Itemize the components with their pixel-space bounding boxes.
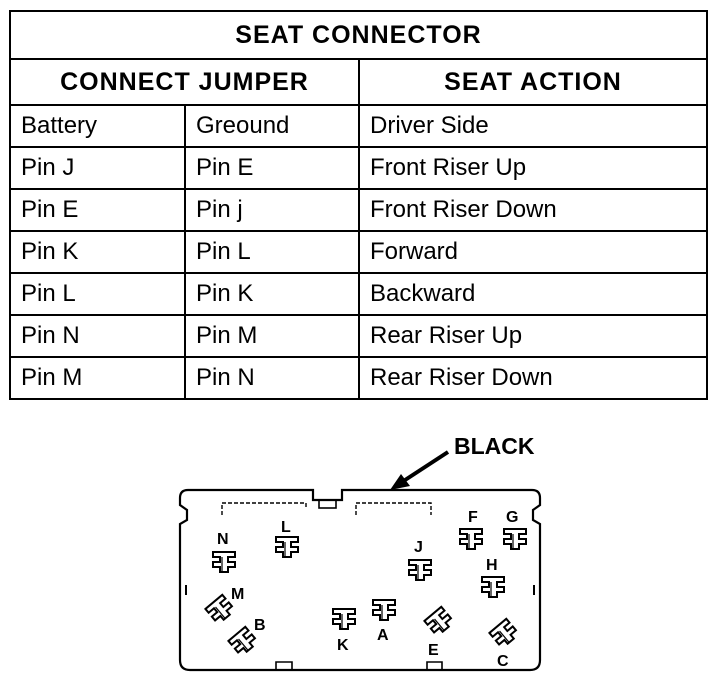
- jumper-to-cell: Pin j: [184, 188, 360, 232]
- pin-label-f: F: [468, 509, 478, 526]
- connector-diagram: BLACK N L M B K A J E F G H C: [178, 433, 542, 672]
- jumper-to-cell: Pin K: [184, 272, 360, 316]
- connect-jumper-header: CONNECT JUMPER: [9, 58, 360, 106]
- terminal-g-icon: [503, 528, 527, 550]
- terminal-n-icon: [212, 551, 236, 573]
- black-callout: BLACK: [390, 433, 535, 490]
- jumper-to-cell: Pin M: [184, 314, 360, 358]
- pin-label-j: J: [414, 539, 423, 556]
- seat-action-cell: Forward: [357, 230, 709, 274]
- pin-label-n: N: [217, 531, 229, 548]
- terminal-f-icon: [459, 528, 483, 550]
- jumper-from-cell: Pin E: [9, 188, 186, 232]
- pin-label-c: C: [497, 653, 509, 670]
- jumper-from-cell: Battery: [9, 104, 186, 148]
- terminal-k-icon: [332, 608, 356, 630]
- callout-label: BLACK: [454, 433, 535, 459]
- pin-label-a: A: [377, 627, 389, 644]
- jumper-from-cell: Pin N: [9, 314, 186, 358]
- jumper-from-cell: Pin M: [9, 356, 186, 400]
- pin-label-l: L: [281, 519, 291, 536]
- jumper-to-cell: Pin N: [184, 356, 360, 400]
- table-row: Battery Greound Driver Side: [9, 104, 709, 148]
- table-row: Pin K Pin L Forward: [9, 230, 709, 274]
- pin-label-g: G: [506, 509, 518, 526]
- terminal-j-icon: [408, 559, 432, 581]
- seat-connector-table: SEAT CONNECTOR CONNECT JUMPER SEAT ACTIO…: [8, 10, 709, 400]
- terminal-l-icon: [275, 536, 299, 558]
- pin-label-b: B: [254, 617, 266, 634]
- terminal-h-icon: [481, 576, 505, 598]
- jumper-from-cell: Pin K: [9, 230, 186, 274]
- seat-action-cell: Backward: [357, 272, 709, 316]
- seat-action-cell: Driver Side: [357, 104, 709, 148]
- jumper-from-cell: Pin L: [9, 272, 186, 316]
- pin-label-k: K: [337, 637, 349, 654]
- jumper-from-cell: Pin J: [9, 146, 186, 190]
- seat-action-cell: Front Riser Down: [357, 188, 709, 232]
- jumper-to-cell: Greound: [184, 104, 360, 148]
- table-row: Pin N Pin M Rear Riser Up: [9, 314, 709, 358]
- seat-action-cell: Rear Riser Down: [357, 356, 709, 400]
- pin-label-e: E: [428, 642, 439, 659]
- jumper-to-cell: Pin L: [184, 230, 360, 274]
- table-row: Pin M Pin N Rear Riser Down: [9, 356, 709, 400]
- jumper-to-cell: Pin E: [184, 146, 360, 190]
- pin-label-h: H: [486, 557, 498, 574]
- table-row: Pin E Pin j Front Riser Down: [9, 188, 709, 232]
- table-row: Pin J Pin E Front Riser Up: [9, 146, 709, 190]
- seat-action-cell: Rear Riser Up: [357, 314, 709, 358]
- table-title: SEAT CONNECTOR: [8, 10, 709, 60]
- terminal-c-icon: [488, 617, 521, 650]
- connector-housing: [178, 488, 542, 672]
- seat-action-cell: Front Riser Up: [357, 146, 709, 190]
- table-row: Pin L Pin K Backward: [9, 272, 709, 316]
- terminal-a-icon: [372, 599, 396, 621]
- pin-label-m: M: [231, 586, 244, 603]
- seat-action-header: SEAT ACTION: [357, 58, 709, 106]
- terminal-e-icon: [423, 605, 456, 638]
